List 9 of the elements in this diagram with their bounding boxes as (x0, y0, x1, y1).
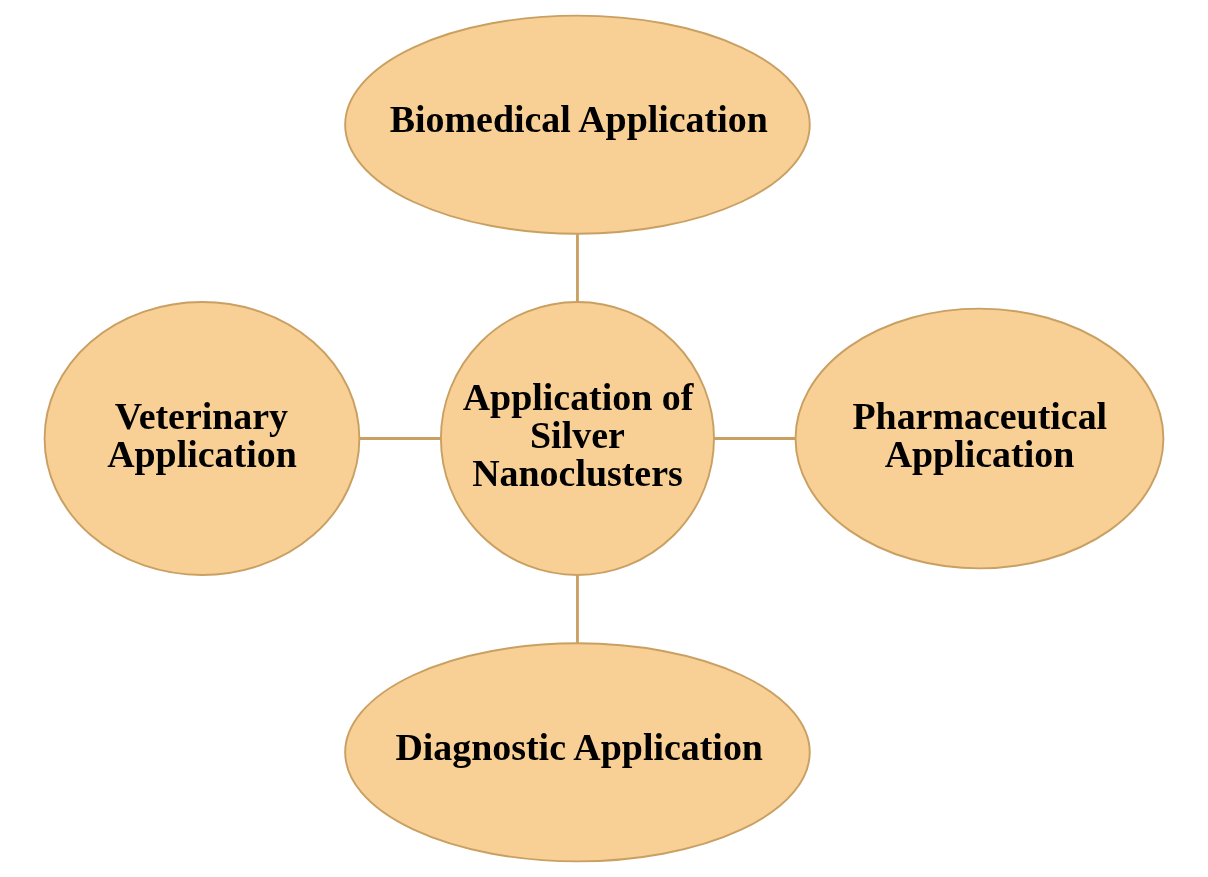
connector (576, 575, 579, 643)
node-circle: Application of Silver Nanoclusters (439, 301, 715, 576)
connector (359, 437, 441, 440)
connector (714, 437, 796, 440)
connector (576, 234, 579, 302)
node-ellipse: Veterinary Application (43, 301, 361, 576)
node-ellipse: Biomedical Application (344, 14, 811, 235)
node-ellipse: Pharmaceutical Application (794, 307, 1165, 570)
node-ellipse: Diagnostic Application (344, 642, 811, 863)
